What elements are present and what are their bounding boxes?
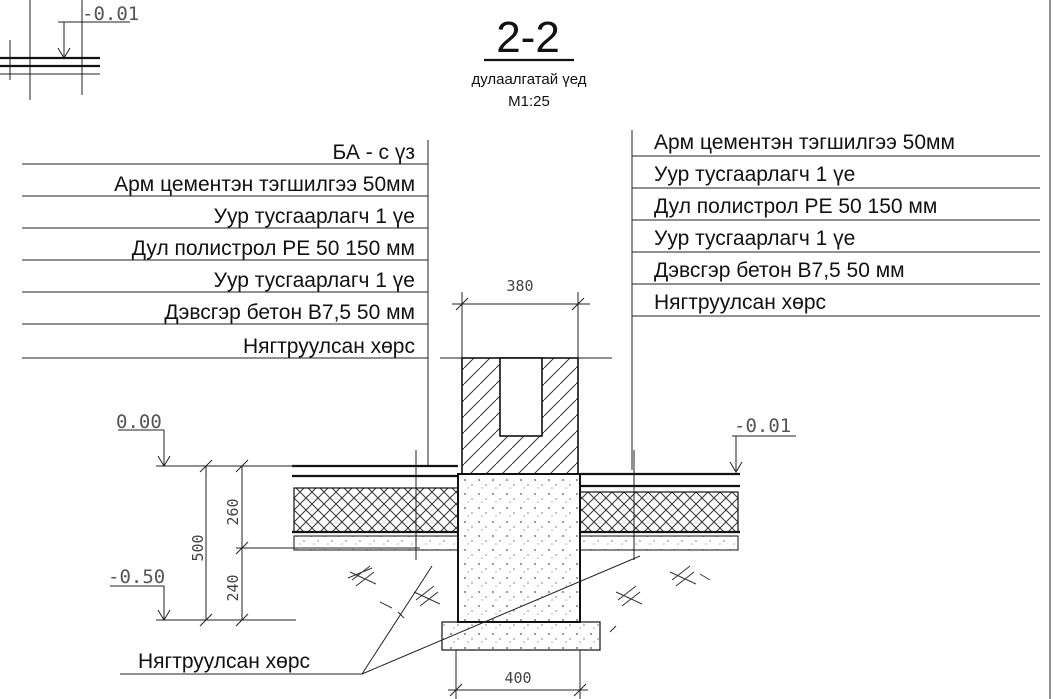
level-left-zero: 0.00 (116, 411, 162, 433)
level-right: -0.01 (734, 415, 791, 437)
left-layer-6: Дэвсгэр бетон B7,5 50 мм (164, 301, 415, 324)
compacted-soil-marks (347, 565, 711, 633)
left-layer-3: Уур тусгаарлагч 1 үе (214, 205, 415, 228)
top-left-fragment (0, 0, 130, 100)
left-layer-5: Уур тусгаарлагч 1 үе (214, 269, 415, 292)
left-layer-7: Нягтруулсан хөрс (243, 335, 415, 358)
footing-width-label: 400 (504, 669, 531, 687)
upper-height-label: 260 (224, 498, 242, 525)
section-title: 2-2 (496, 13, 560, 62)
right-layer-1: Арм цементэн тэгшилгээ 50мм (654, 131, 955, 154)
wall-width-dimension (452, 292, 590, 358)
right-layer-callout: Арм цементэн тэгшилгээ 50мм Уур тусгаарл… (631, 130, 1040, 470)
level-left-low: -0.50 (108, 566, 165, 588)
vertical-dimension-chain (196, 459, 420, 627)
level-top-left: -0.01 (82, 3, 139, 25)
right-level-mark (729, 435, 796, 473)
right-layer-3: Дул полистрол PE 50 150 мм (654, 195, 937, 218)
section-subtitle: дулаалгатай үед (471, 71, 586, 88)
bottom-soil-label: Нягтруулсан хөрс (138, 650, 310, 673)
lower-height-label: 240 (224, 574, 242, 601)
total-height-label: 500 (189, 534, 207, 561)
left-level-marks (110, 429, 296, 621)
footing-width-dimension (448, 650, 588, 699)
right-layer-6: Нягтруулсан хөрс (654, 291, 826, 314)
left-layer-4: Дул полистрол PE 50 150 мм (132, 237, 415, 260)
wall-width-label: 380 (506, 277, 533, 295)
foundation-footing (441, 473, 601, 651)
left-floor-layers (292, 450, 459, 560)
bottom-callout (120, 555, 641, 675)
right-layer-5: Дэвсгэр бетон B7,5 50 мм (654, 259, 905, 282)
left-layer-1: БА - с үз (333, 141, 415, 164)
left-layer-2: Арм цементэн тэгшилгээ 50мм (114, 173, 415, 196)
wall (440, 357, 612, 475)
section-scale: M1:25 (508, 93, 550, 110)
left-layer-callout: БА - с үз Арм цементэн тэгшилгээ 50мм Уу… (22, 140, 429, 465)
right-layer-2: Уур тусгаарлагч 1 үе (654, 163, 855, 186)
right-floor-layers (579, 450, 740, 560)
right-layer-4: Уур тусгаарлагч 1 үе (654, 227, 855, 250)
